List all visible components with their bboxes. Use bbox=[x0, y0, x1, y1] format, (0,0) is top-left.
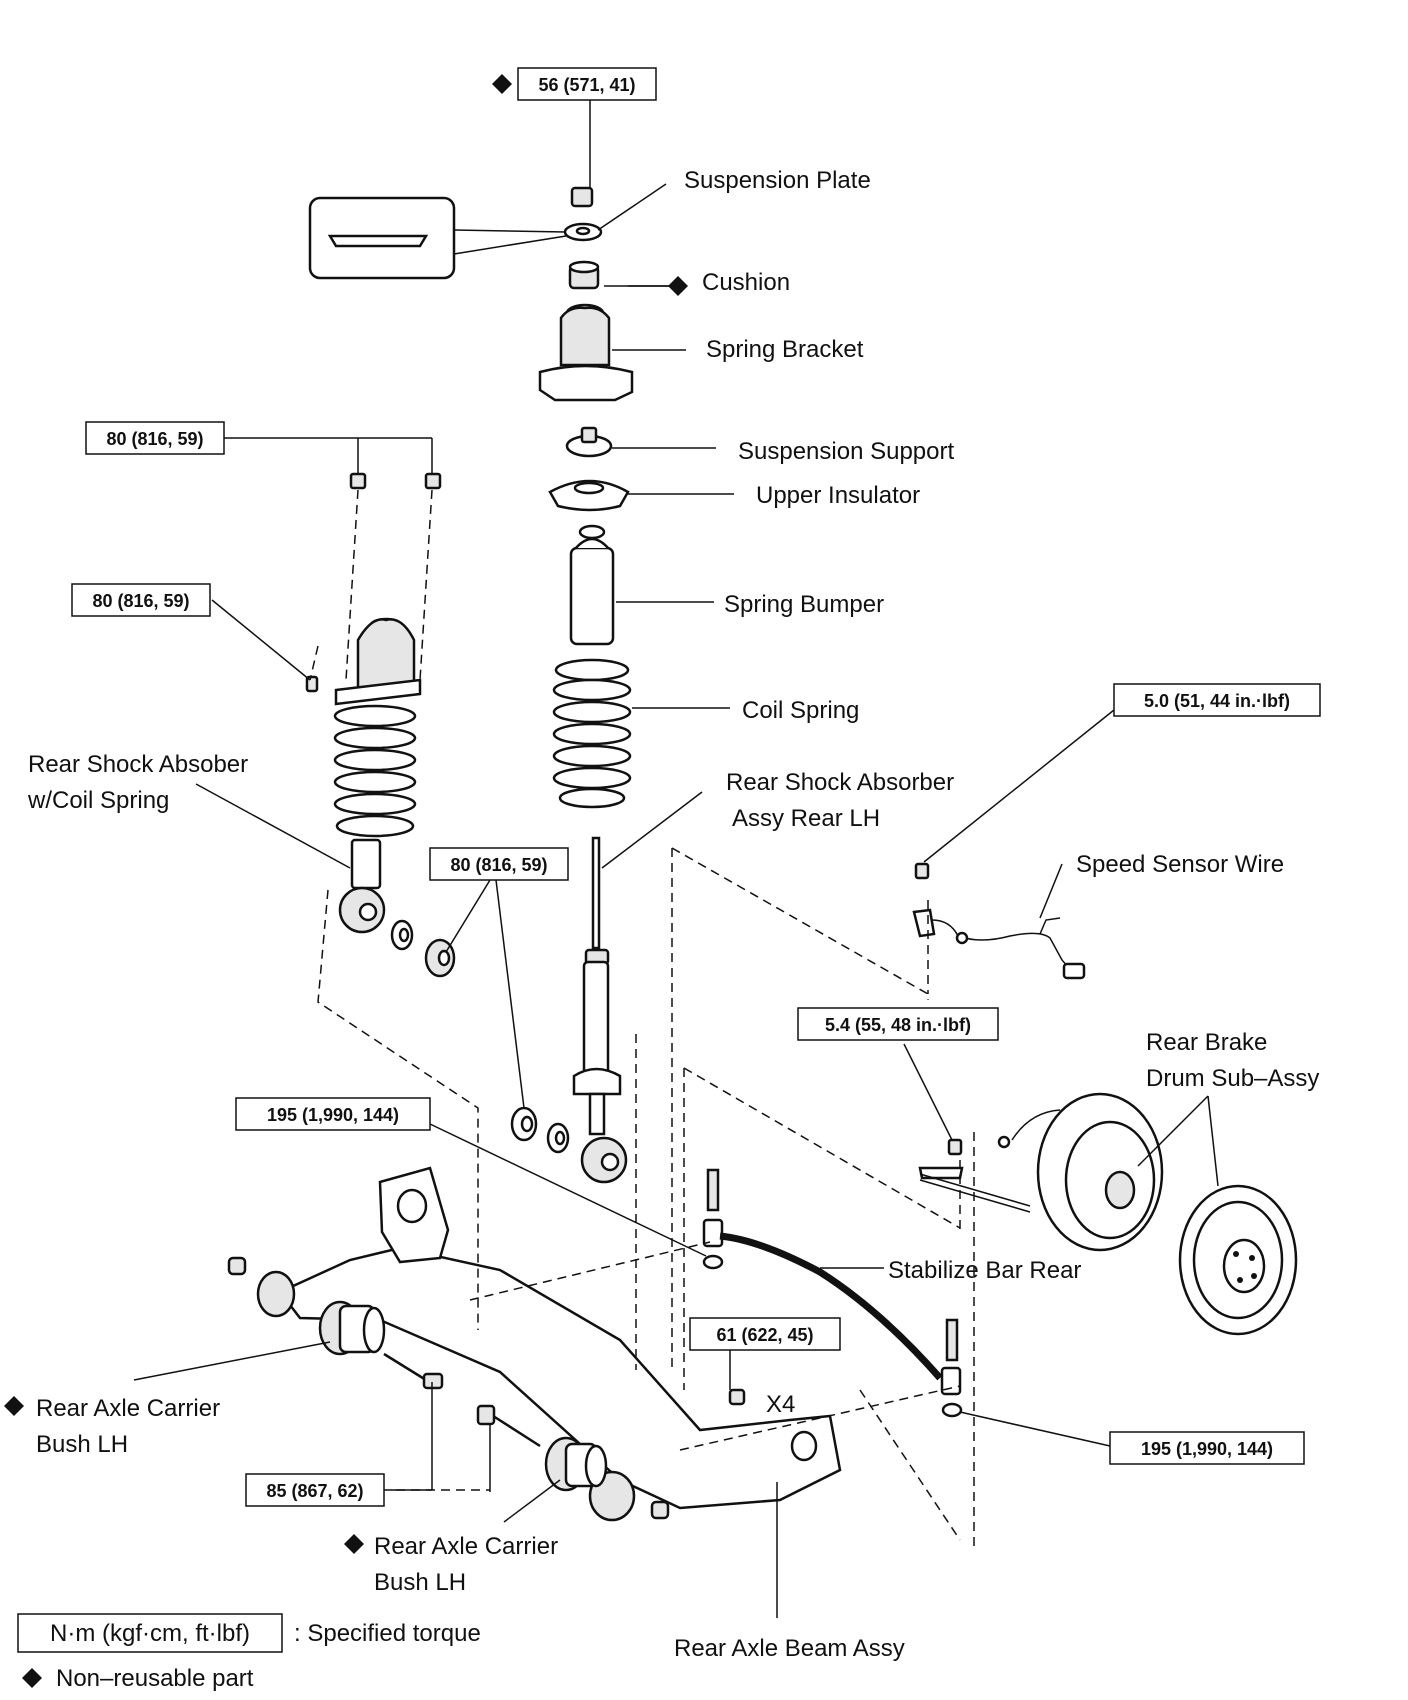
torque-stabilizer-right-text: 195 (1,990, 144) bbox=[1141, 1439, 1273, 1459]
spring-bumper bbox=[569, 524, 615, 646]
rear-brake-drum bbox=[1178, 1184, 1298, 1336]
lower-washers-center bbox=[510, 1106, 570, 1154]
top-nut bbox=[570, 186, 594, 208]
torque-upper-mount-nuts-text: 80 (816, 59) bbox=[106, 429, 203, 449]
cushion-nonreusable-icon bbox=[668, 276, 688, 296]
legend-torque-desc: : Specified torque bbox=[294, 1620, 481, 1647]
bush-mid-nonreusable-icon bbox=[344, 1534, 364, 1554]
label-rear-shock-coil-line1: Rear Shock Absober bbox=[28, 751, 248, 778]
label-speed-sensor-wire: Speed Sensor Wire bbox=[1076, 851, 1284, 878]
stabilizer-bar-rear bbox=[702, 1168, 963, 1418]
torque-lower-shock-bolt-text: 80 (816, 59) bbox=[450, 855, 547, 875]
torque-brake-drum-bolt-text: 5.4 (55, 48 in.·lbf) bbox=[825, 1015, 971, 1035]
label-rear-axle-beam: Rear Axle Beam Assy bbox=[674, 1635, 905, 1662]
label-cushion: Cushion bbox=[702, 269, 790, 296]
torque-upper-mount-nuts: 80 (816, 59) bbox=[85, 421, 225, 455]
label-axle-bush-mid-line2: Bush LH bbox=[374, 1569, 466, 1596]
torque-axle-bolts-text: 85 (867, 62) bbox=[266, 1481, 363, 1501]
label-axle-bush-left-line2: Bush LH bbox=[36, 1431, 128, 1458]
torque-stabilizer-right: 195 (1,990, 144) bbox=[1109, 1431, 1305, 1465]
torque-axle-nuts: 61 (622, 45) bbox=[689, 1317, 841, 1351]
torque-brake-drum-bolt: 5.4 (55, 48 in.·lbf) bbox=[797, 1007, 999, 1041]
cushion bbox=[568, 260, 600, 290]
label-coil-spring: Coil Spring bbox=[742, 697, 859, 724]
label-rear-shock-coil-line2: w/Coil Spring bbox=[27, 787, 169, 814]
rear-axle-carrier-bush-left bbox=[318, 1300, 386, 1356]
spring-bracket bbox=[538, 303, 634, 402]
rear-shock-absorber-assy bbox=[572, 836, 628, 1184]
legend-nonreusable-icon bbox=[22, 1668, 42, 1688]
torque-stabilizer-left: 195 (1,990, 144) bbox=[235, 1097, 431, 1131]
label-spring-bracket: Spring Bracket bbox=[706, 336, 864, 363]
suspension-plate-detail-inset bbox=[308, 196, 456, 280]
torque-top-nut-text: 56 (571, 41) bbox=[538, 75, 635, 95]
coil-spring bbox=[552, 658, 632, 809]
label-suspension-plate: Suspension Plate bbox=[684, 167, 871, 194]
torque-speed-sensor: 5.0 (51, 44 in.·lbf) bbox=[1113, 683, 1321, 717]
legend: N·m (kgf·cm, ft·lbf) : Specified torque … bbox=[17, 1613, 481, 1692]
label-spring-bumper: Spring Bumper bbox=[724, 591, 884, 618]
torque-upper-mount-bolt-text: 80 (816, 59) bbox=[92, 591, 189, 611]
label-rear-shock-assy-line2: Assy Rear LH bbox=[732, 805, 880, 832]
torque-top-nut: 56 (571, 41) bbox=[492, 67, 657, 101]
brake-backing-plate bbox=[918, 1092, 1164, 1252]
legend-torque-unit: N·m (kgf·cm, ft·lbf) bbox=[50, 1620, 250, 1647]
torque-upper-mount-bolt: 80 (816, 59) bbox=[71, 583, 211, 617]
torque-stabilizer-left-text: 195 (1,990, 144) bbox=[267, 1105, 399, 1125]
torque-axle-nuts-text: 61 (622, 45) bbox=[716, 1325, 813, 1345]
speed-sensor-wire bbox=[912, 862, 1086, 980]
label-axle-bush-mid-line1: Rear Axle Carrier bbox=[374, 1533, 558, 1560]
label-axle-bush-left-line1: Rear Axle Carrier bbox=[36, 1395, 220, 1422]
assembly-dashed-lines bbox=[309, 489, 975, 1548]
label-rear-shock-assy-line1: Rear Shock Absorber bbox=[726, 769, 954, 796]
lower-washers-left bbox=[390, 919, 456, 978]
suspension-support bbox=[565, 426, 613, 458]
label-rear-brake-drum-line1: Rear Brake bbox=[1146, 1029, 1267, 1056]
torque-speed-sensor-text: 5.0 (51, 44 in.·lbf) bbox=[1144, 691, 1290, 711]
bush-left-nonreusable-icon bbox=[4, 1396, 24, 1416]
upper-insulator bbox=[548, 479, 630, 512]
axle-bolts bbox=[383, 1352, 746, 1448]
label-upper-insulator: Upper Insulator bbox=[756, 482, 920, 509]
suspension-plate bbox=[563, 222, 603, 242]
torque-lower-shock-bolt: 80 (816, 59) bbox=[429, 847, 569, 881]
legend-nonreusable: Non–reusable part bbox=[56, 1665, 254, 1692]
leader-lines bbox=[133, 96, 1219, 1618]
label-x4: X4 bbox=[766, 1391, 795, 1418]
label-suspension-support: Suspension Support bbox=[738, 438, 954, 465]
rear-axle-carrier-bush-mid bbox=[544, 1436, 608, 1492]
torque-axle-bolts: 85 (867, 62) bbox=[245, 1473, 385, 1507]
label-stabilizer-bar-rear: Stabilize Bar Rear bbox=[888, 1257, 1081, 1284]
label-rear-brake-drum-line2: Drum Sub–Assy bbox=[1146, 1065, 1319, 1092]
rear-shock-with-coil-spring bbox=[305, 472, 442, 934]
